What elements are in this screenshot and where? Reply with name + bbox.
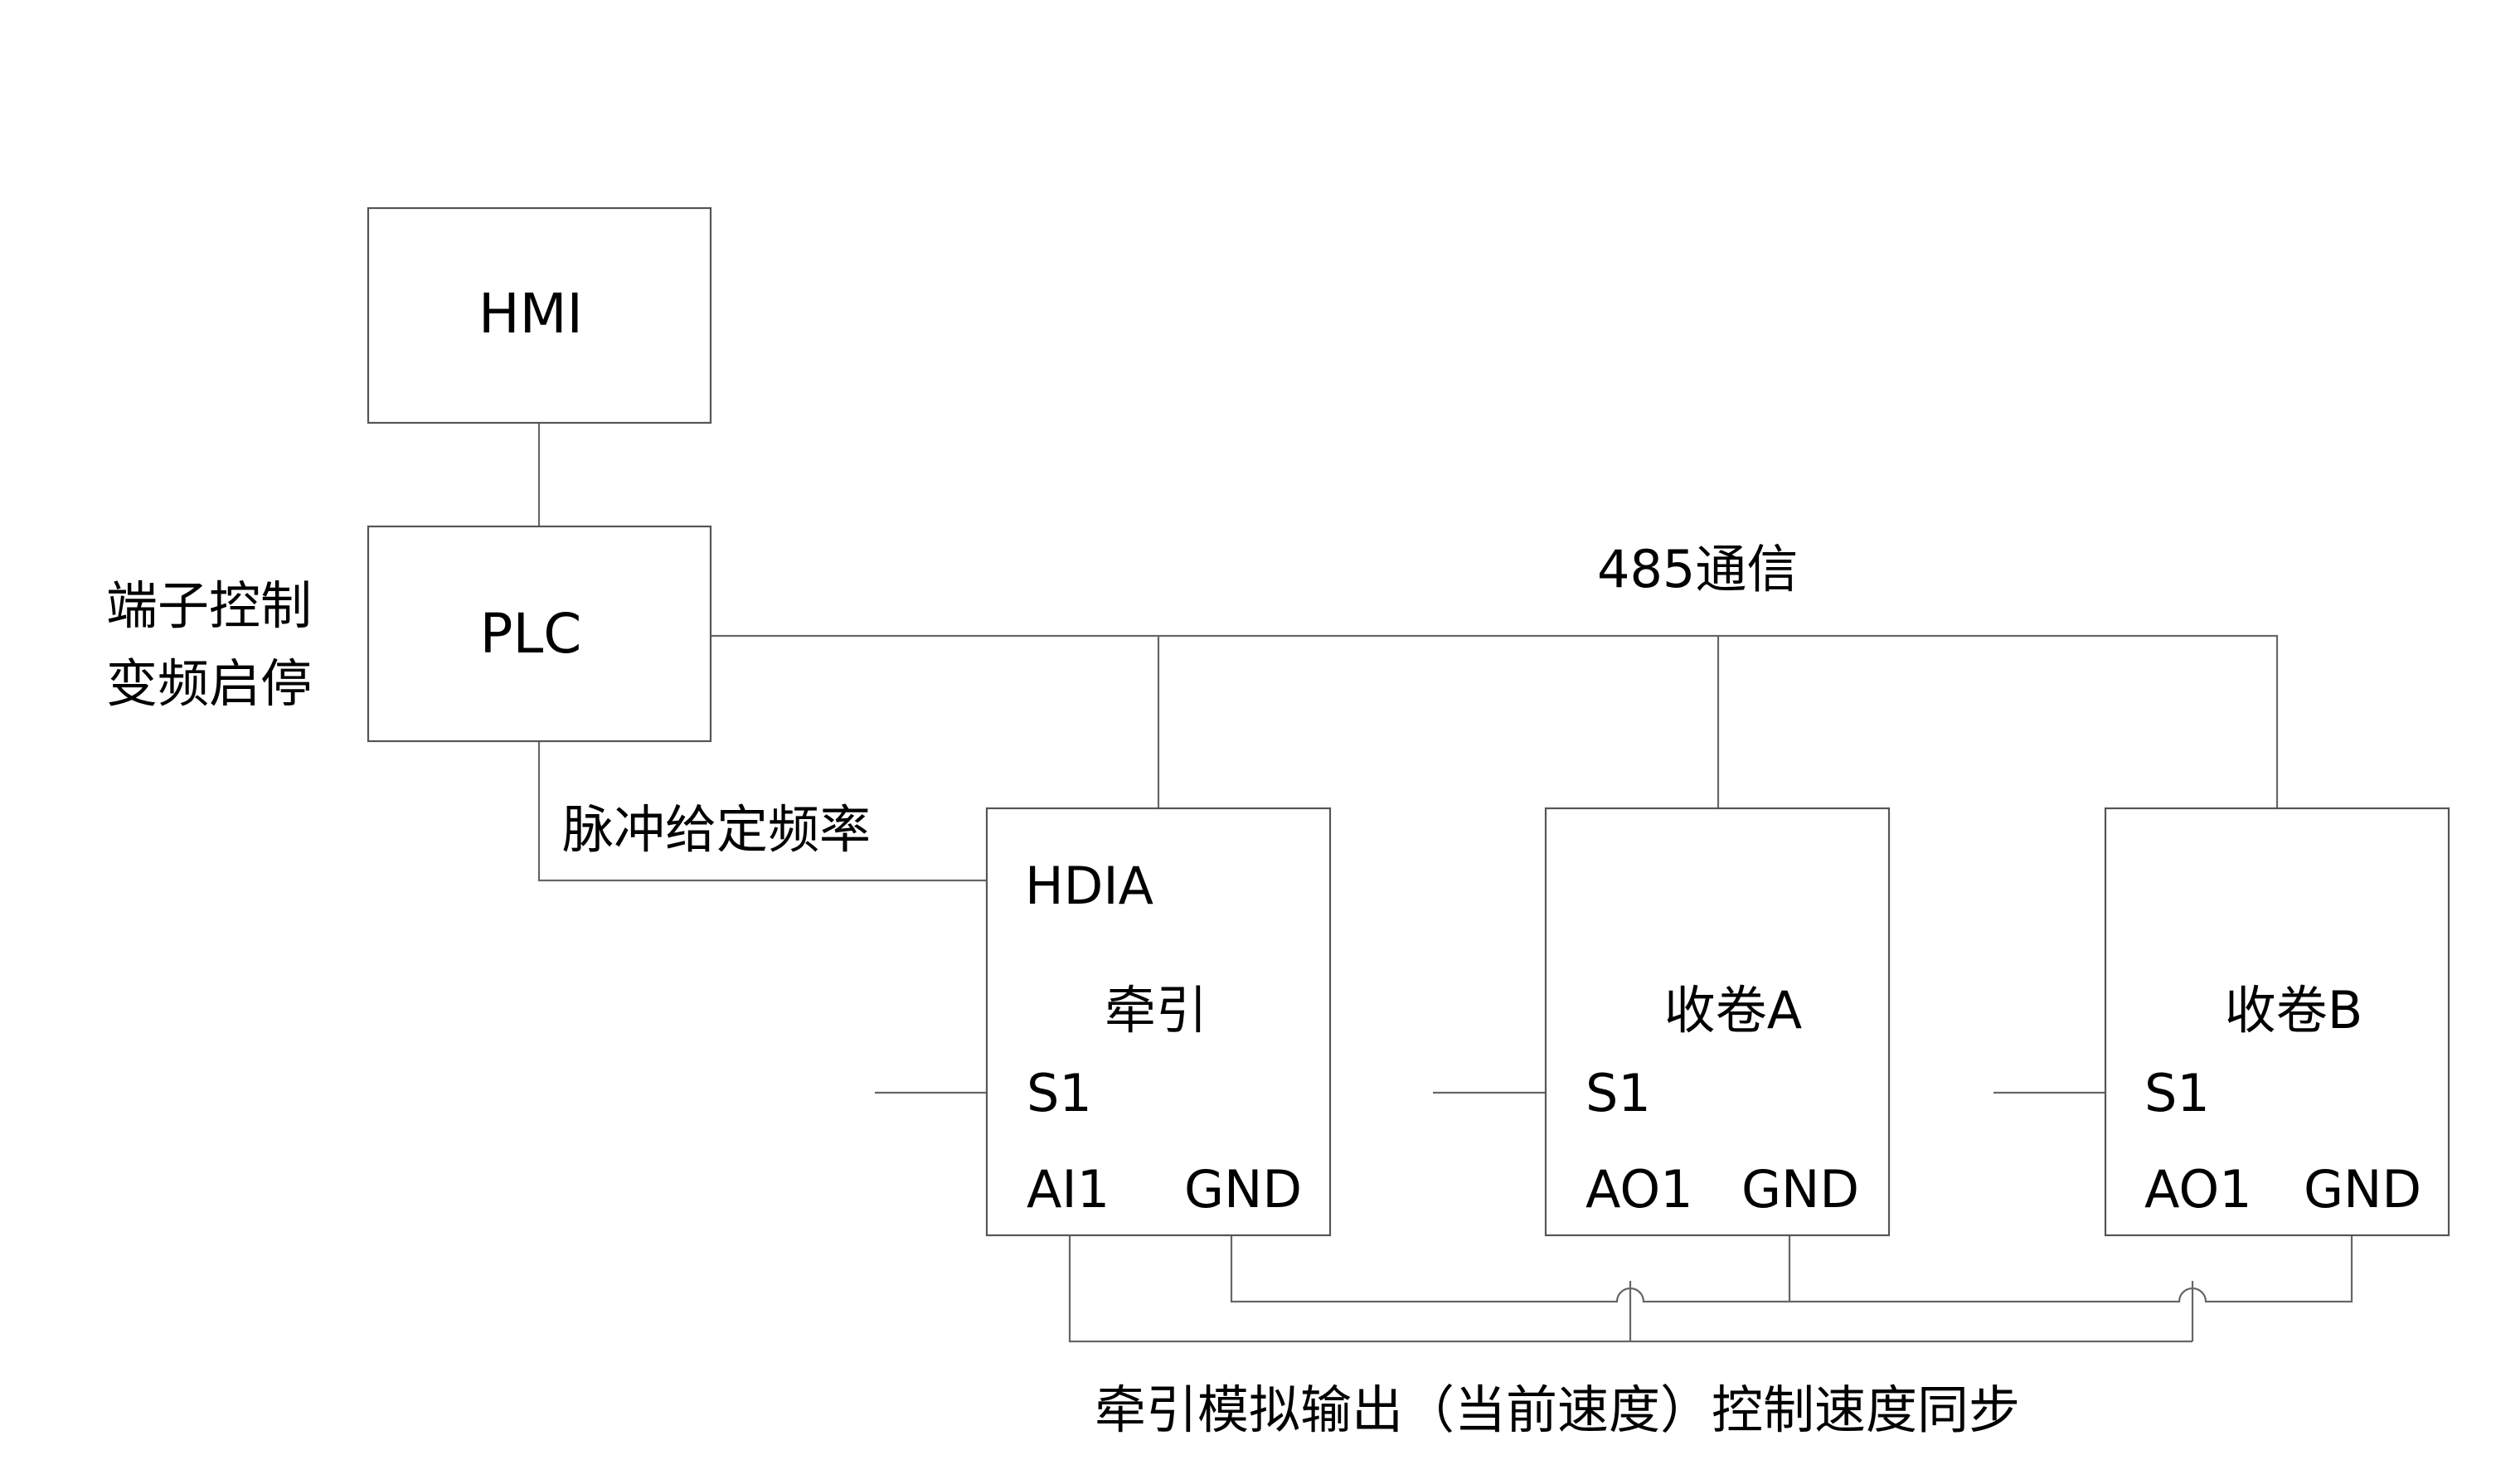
plc-label: PLC [480, 602, 582, 666]
bottom-caption: 牵引模拟输出（当前速度）控制速度同步 [1095, 1380, 2020, 1440]
pulse-frequency-label: 脉冲给定频率 [562, 799, 871, 860]
traction-s1-label: S1 [1027, 1063, 1092, 1123]
hmi-label: HMI [478, 282, 583, 346]
winder-b-title: 收卷B [2225, 980, 2363, 1040]
plc-box: PLC [367, 525, 712, 743]
winder-a-s1-label: S1 [1585, 1063, 1651, 1123]
connection-lines [537, 423, 2353, 1343]
wire-analog-signal [1068, 1235, 2192, 1343]
wire-gnd-common [1230, 1235, 2353, 1303]
traction-gnd-label: GND [1184, 1159, 1302, 1220]
terminal-control-line1: 端子控制 [106, 575, 312, 636]
traction-title: 牵引 [1105, 980, 1207, 1040]
winder-b-gnd-label: GND [2304, 1159, 2421, 1220]
traction-ai1-label: AI1 [1027, 1159, 1110, 1220]
winder-b-ao1-label: AO1 [2144, 1159, 2252, 1220]
wire-485-bus [711, 634, 2279, 808]
traction-hdia-label: HDIA [1025, 856, 1153, 916]
winder-b-s1-label: S1 [2144, 1063, 2210, 1123]
comm-485-label: 485通信 [1597, 539, 1798, 599]
winder-a-gnd-label: GND [1741, 1159, 1859, 1220]
winder-a-title: 收卷A [1664, 980, 1802, 1040]
wire-pulse-frequency [537, 741, 987, 882]
terminal-control-line2: 变频启停 [106, 653, 312, 714]
hmi-box: HMI [367, 206, 712, 424]
traction-drive-box: HDIA 牵引 S1 AI1 GND [985, 807, 1332, 1237]
winder-a-ao1-label: AO1 [1585, 1159, 1693, 1220]
winder-a-box: 收卷A S1 AO1 GND [1544, 807, 1891, 1237]
winder-b-box: 收卷B S1 AO1 GND [2104, 807, 2450, 1237]
annotations: 端子控制 变频启停 485通信 脉冲给定频率 牵引模拟输出（当前速度）控制速度同… [106, 539, 2020, 1440]
